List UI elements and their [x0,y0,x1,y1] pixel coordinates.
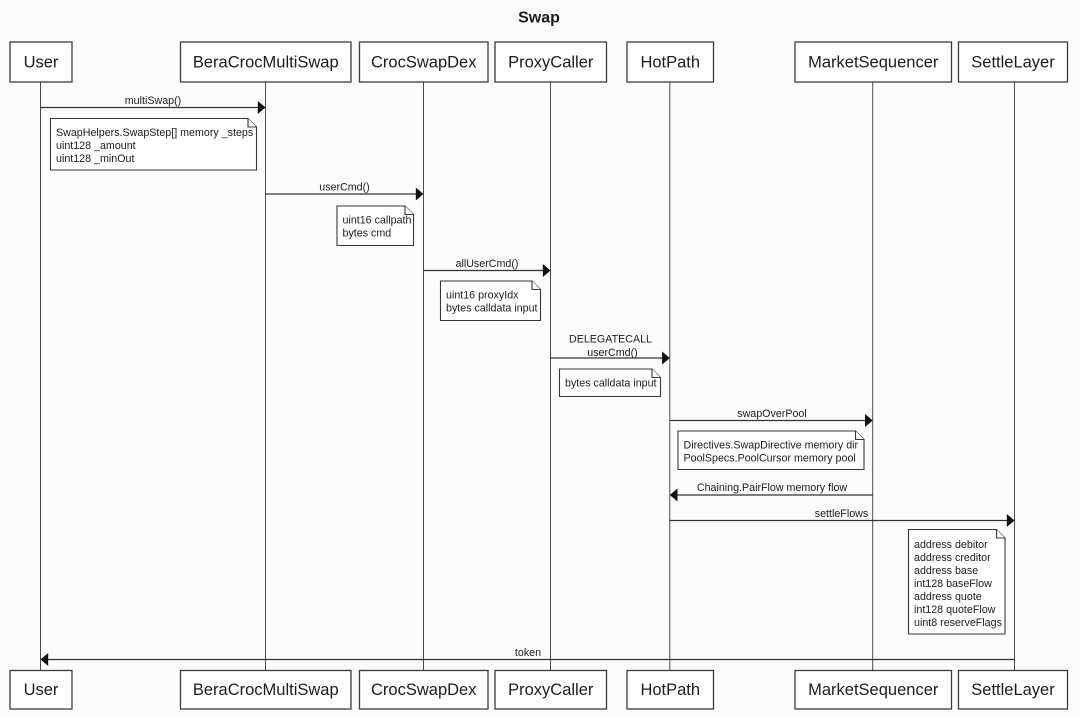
svg-text:DELEGATECALL: DELEGATECALL [569,334,652,346]
svg-text:User: User [24,54,59,72]
svg-text:Swap: Swap [518,10,560,27]
svg-text:address creditor: address creditor [914,552,991,564]
svg-text:multiSwap(): multiSwap() [125,95,181,107]
svg-text:CrocSwapDex: CrocSwapDex [371,54,477,72]
svg-text:uint128 _minOut: uint128 _minOut [56,153,134,165]
svg-text:ProxyCaller: ProxyCaller [508,681,594,699]
svg-text:bytes cmd: bytes cmd [343,228,392,240]
svg-text:PoolSpecs.PoolCursor memory po: PoolSpecs.PoolCursor memory pool [684,453,856,465]
svg-text:int128 baseFlow: int128 baseFlow [914,578,992,590]
svg-text:uint8 reserveFlags: uint8 reserveFlags [914,617,1002,629]
svg-text:allUserCmd(): allUserCmd() [456,258,519,270]
svg-text:SettleLayer: SettleLayer [971,681,1055,699]
svg-text:bytes calldata input: bytes calldata input [446,303,538,315]
svg-text:Chaining.PairFlow memory flow: Chaining.PairFlow memory flow [697,482,848,494]
svg-text:SwapHelpers.SwapStep[] memory: SwapHelpers.SwapStep[] memory _steps [56,127,253,139]
svg-text:uint16 callpath: uint16 callpath [343,215,412,227]
svg-text:int128 quoteFlow: int128 quoteFlow [914,604,996,616]
svg-text:settleFlows: settleFlows [815,508,868,520]
svg-text:BeraCrocMultiSwap: BeraCrocMultiSwap [193,54,339,72]
svg-text:HotPath: HotPath [640,54,700,72]
svg-text:HotPath: HotPath [640,681,700,699]
svg-text:userCmd(): userCmd() [587,347,637,359]
svg-text:swapOverPool: swapOverPool [737,408,807,420]
svg-text:CrocSwapDex: CrocSwapDex [371,681,477,699]
svg-text:address quote: address quote [914,591,982,603]
svg-text:BeraCrocMultiSwap: BeraCrocMultiSwap [193,681,339,699]
svg-text:bytes calldata input: bytes calldata input [565,378,657,390]
svg-text:MarketSequencer: MarketSequencer [808,681,939,699]
svg-text:uint128 _amount: uint128 _amount [56,140,136,152]
svg-text:userCmd(): userCmd() [319,182,369,194]
svg-text:address base: address base [914,565,978,577]
svg-text:User: User [24,681,59,699]
svg-text:uint16 proxyIdx: uint16 proxyIdx [446,290,519,302]
svg-text:ProxyCaller: ProxyCaller [508,54,594,72]
svg-text:token: token [515,647,541,659]
svg-text:Directives.SwapDirective memor: Directives.SwapDirective memory dir [684,440,859,452]
svg-text:SettleLayer: SettleLayer [971,54,1055,72]
svg-text:MarketSequencer: MarketSequencer [808,54,939,72]
svg-text:address debitor: address debitor [914,539,988,551]
